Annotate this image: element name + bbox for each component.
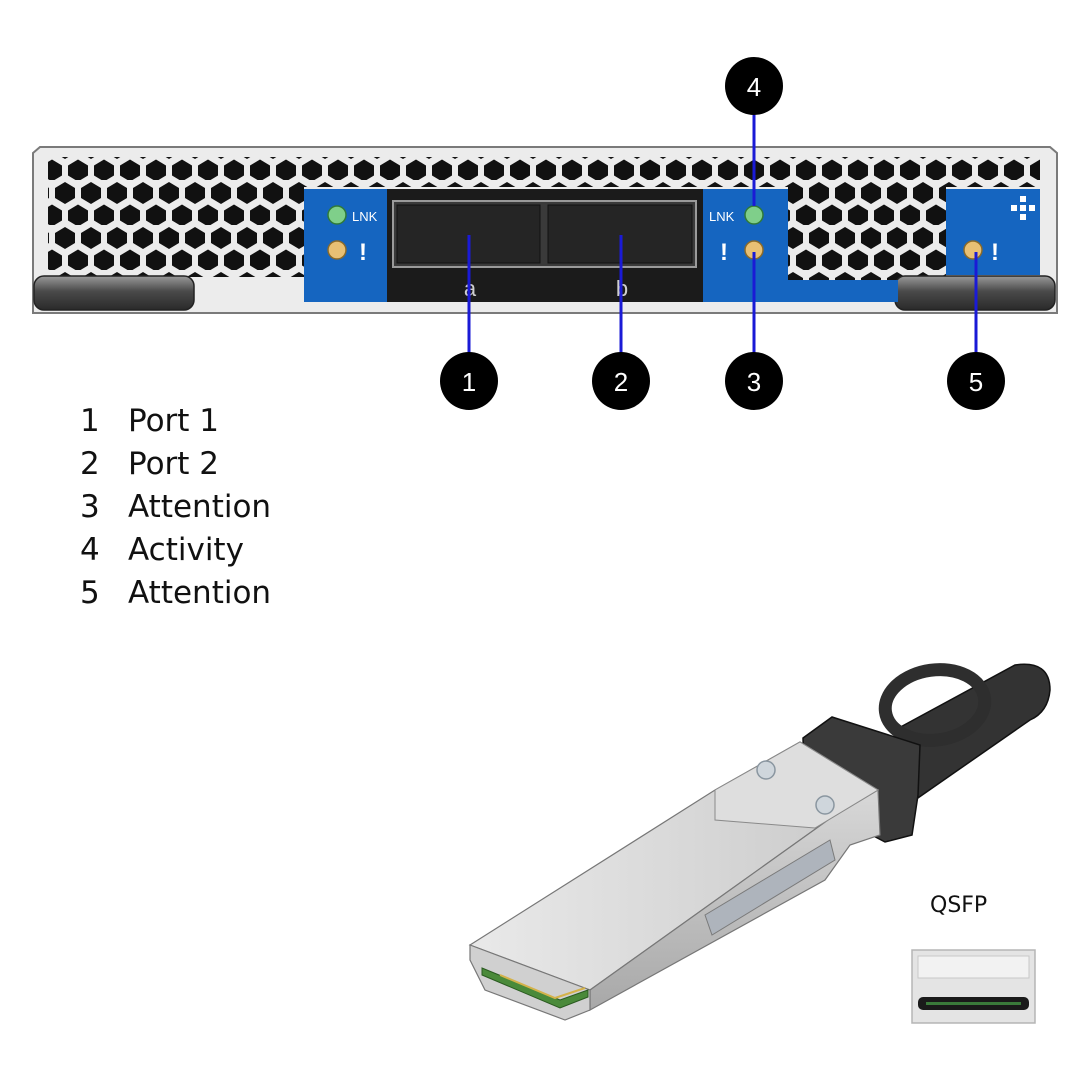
right-led-panel-strip xyxy=(788,280,898,302)
qsfp-port-pcb xyxy=(926,1002,1021,1005)
callout-3-number: 3 xyxy=(747,367,761,397)
legend-item-4-label: Activity xyxy=(128,532,244,568)
legend-item-2-number: 2 xyxy=(80,446,100,482)
legend-item-1: 1 Port 1 xyxy=(80,400,271,443)
screw-1 xyxy=(756,760,776,780)
vent-grille-top xyxy=(304,157,704,187)
legend-item-4-number: 4 xyxy=(80,532,100,568)
module-attention-led xyxy=(963,240,983,260)
pcb-contacts xyxy=(499,974,586,1000)
callout-1-number: 1 xyxy=(462,367,476,397)
legend-list: 1 Port 1 2 Port 2 3 Attention 4 Activity… xyxy=(80,400,271,615)
legend-item-5-number: 5 xyxy=(80,575,100,611)
legend-item-1-number: 1 xyxy=(80,403,100,439)
callout-5-number: 5 xyxy=(969,367,983,397)
callout-3: 3 xyxy=(725,352,783,410)
legend-item-4: 4 Activity xyxy=(80,529,271,572)
module-led-panel xyxy=(946,189,1040,275)
callout-4: 4 xyxy=(725,57,783,115)
left-link-led xyxy=(327,205,347,225)
legend-item-2: 2 Port 2 xyxy=(80,443,271,486)
legend-item-3-label: Attention xyxy=(128,489,272,525)
qsfp-port-thumbnail xyxy=(911,949,1036,1024)
qsfp-label: QSFP xyxy=(930,893,988,918)
pcb-edge-connector xyxy=(481,967,589,1009)
callout-2-number: 2 xyxy=(614,367,628,397)
network-topology-icon xyxy=(1011,196,1035,220)
callout-5: 5 xyxy=(947,352,1005,410)
legend-item-2-label: Port 2 xyxy=(128,446,220,482)
qsfp-cable-illustration xyxy=(468,663,1051,1021)
legend-item-1-label: Port 1 xyxy=(128,403,220,439)
left-handle[interactable] xyxy=(33,275,195,311)
screw-2 xyxy=(815,795,835,815)
legend-item-3-number: 3 xyxy=(80,489,100,525)
pull-tab-ring[interactable] xyxy=(878,663,992,747)
legend-item-3: 3 Attention xyxy=(80,486,271,529)
vent-grille-left xyxy=(48,157,304,277)
right-attention-mark: ! xyxy=(720,239,728,266)
left-attention-led xyxy=(327,240,347,260)
vent-grille-right xyxy=(788,187,946,280)
left-link-label: LNK xyxy=(352,209,378,224)
legend-item-5: 5 Attention xyxy=(80,572,271,615)
activity-led xyxy=(744,205,764,225)
legend-item-5-label: Attention xyxy=(128,575,272,611)
right-link-label: LNK xyxy=(709,209,735,224)
latch-slide[interactable] xyxy=(704,839,836,936)
callout-4-number: 4 xyxy=(747,72,761,102)
leader-lines xyxy=(467,113,978,354)
qsfp-port-top xyxy=(917,955,1030,979)
vent-grille-top-right xyxy=(704,157,1040,187)
callout-1: 1 xyxy=(440,352,498,410)
module-attention-mark: ! xyxy=(991,239,999,266)
left-attention-mark: ! xyxy=(359,239,367,266)
faceplate: LNK ! a b LNK ! ! xyxy=(32,146,1058,314)
connector-shell-step xyxy=(714,741,879,829)
callout-2: 2 xyxy=(592,352,650,410)
